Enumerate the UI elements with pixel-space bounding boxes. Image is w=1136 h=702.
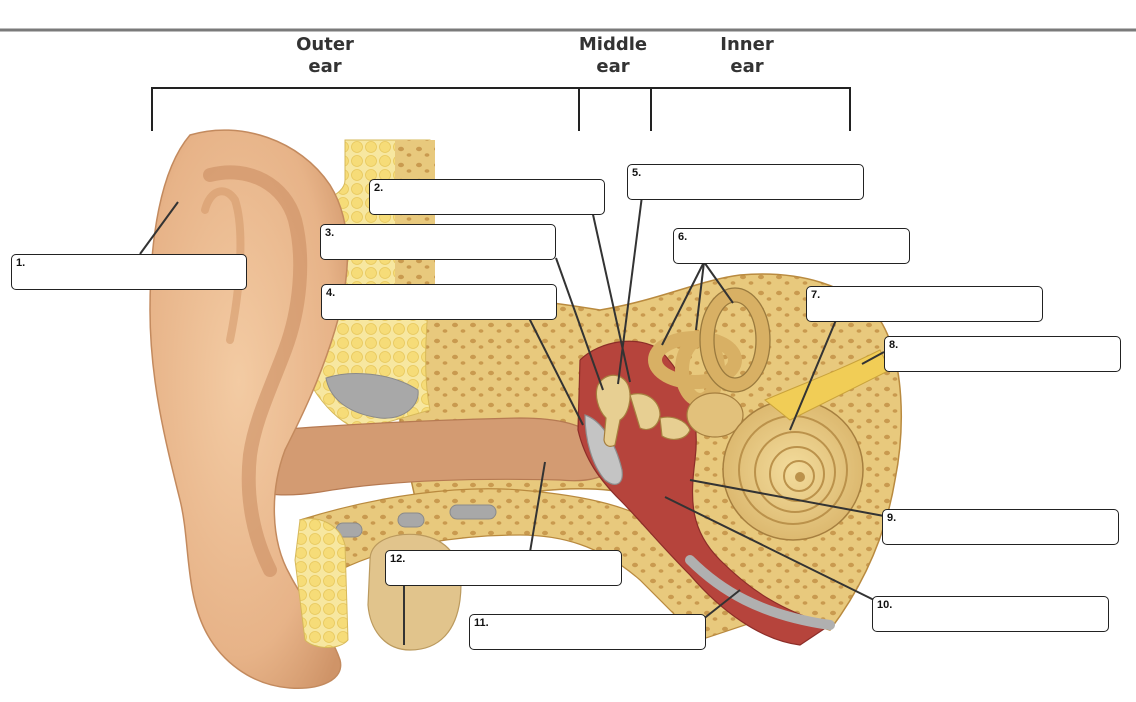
leader-lines bbox=[139, 195, 885, 645]
label-box-7[interactable]: 7. bbox=[806, 286, 1043, 322]
eustachian-lining bbox=[685, 555, 835, 630]
ear-canal bbox=[239, 417, 613, 496]
label-box-4[interactable]: 4. bbox=[321, 284, 557, 320]
label-box-5[interactable]: 5. bbox=[627, 164, 864, 200]
label-input-9[interactable] bbox=[905, 516, 1112, 538]
region-label-outer-ear: Outer ear bbox=[285, 34, 365, 78]
label-input-2[interactable] bbox=[392, 186, 598, 208]
label-box-3[interactable]: 3. bbox=[320, 224, 556, 260]
label-number: 7. bbox=[811, 289, 821, 301]
label-number: 6. bbox=[678, 231, 688, 243]
region-label-line: ear bbox=[596, 56, 630, 77]
label-input-11[interactable] bbox=[492, 621, 699, 643]
label-box-12[interactable]: 12. bbox=[385, 550, 622, 586]
label-number: 9. bbox=[887, 512, 897, 524]
label-number: 10. bbox=[877, 599, 893, 611]
region-label-middle-ear: Middle ear bbox=[572, 34, 654, 78]
label-number: 1. bbox=[16, 257, 26, 269]
label-input-12[interactable] bbox=[408, 557, 615, 579]
label-number: 4. bbox=[326, 287, 336, 299]
label-box-9[interactable]: 9. bbox=[882, 509, 1119, 545]
antihelix bbox=[201, 187, 245, 344]
helix-fold bbox=[203, 165, 308, 577]
label-input-5[interactable] bbox=[650, 171, 857, 193]
label-number: 8. bbox=[889, 339, 899, 351]
label-input-6[interactable] bbox=[696, 235, 903, 257]
label-number: 11. bbox=[474, 617, 489, 629]
label-box-10[interactable]: 10. bbox=[872, 596, 1109, 632]
region-brackets bbox=[151, 87, 851, 131]
label-input-3[interactable] bbox=[343, 231, 549, 253]
label-number: 3. bbox=[325, 227, 335, 239]
label-box-2[interactable]: 2. bbox=[369, 179, 605, 215]
label-input-7[interactable] bbox=[829, 293, 1036, 315]
vestibule bbox=[686, 392, 744, 438]
ossicles bbox=[595, 374, 691, 447]
label-box-1[interactable]: 1. bbox=[11, 254, 247, 290]
label-input-1[interactable] bbox=[34, 261, 240, 283]
region-label-line: ear bbox=[730, 56, 764, 77]
label-box-8[interactable]: 8. bbox=[884, 336, 1121, 372]
label-number: 5. bbox=[632, 167, 642, 179]
region-label-line: ear bbox=[308, 56, 342, 77]
label-input-4[interactable] bbox=[344, 291, 550, 313]
label-number: 12. bbox=[390, 553, 406, 565]
region-label-inner-ear: Inner ear bbox=[706, 34, 788, 78]
label-input-10[interactable] bbox=[895, 603, 1102, 625]
label-input-8[interactable] bbox=[907, 343, 1114, 365]
region-label-line: Inner bbox=[720, 34, 774, 55]
label-box-6[interactable]: 6. bbox=[673, 228, 910, 264]
region-label-line: Middle bbox=[578, 34, 648, 55]
lower-tissue bbox=[294, 518, 349, 648]
label-number: 2. bbox=[374, 182, 384, 194]
label-box-11[interactable]: 11. bbox=[469, 614, 706, 650]
region-label-line: Outer bbox=[296, 34, 354, 55]
